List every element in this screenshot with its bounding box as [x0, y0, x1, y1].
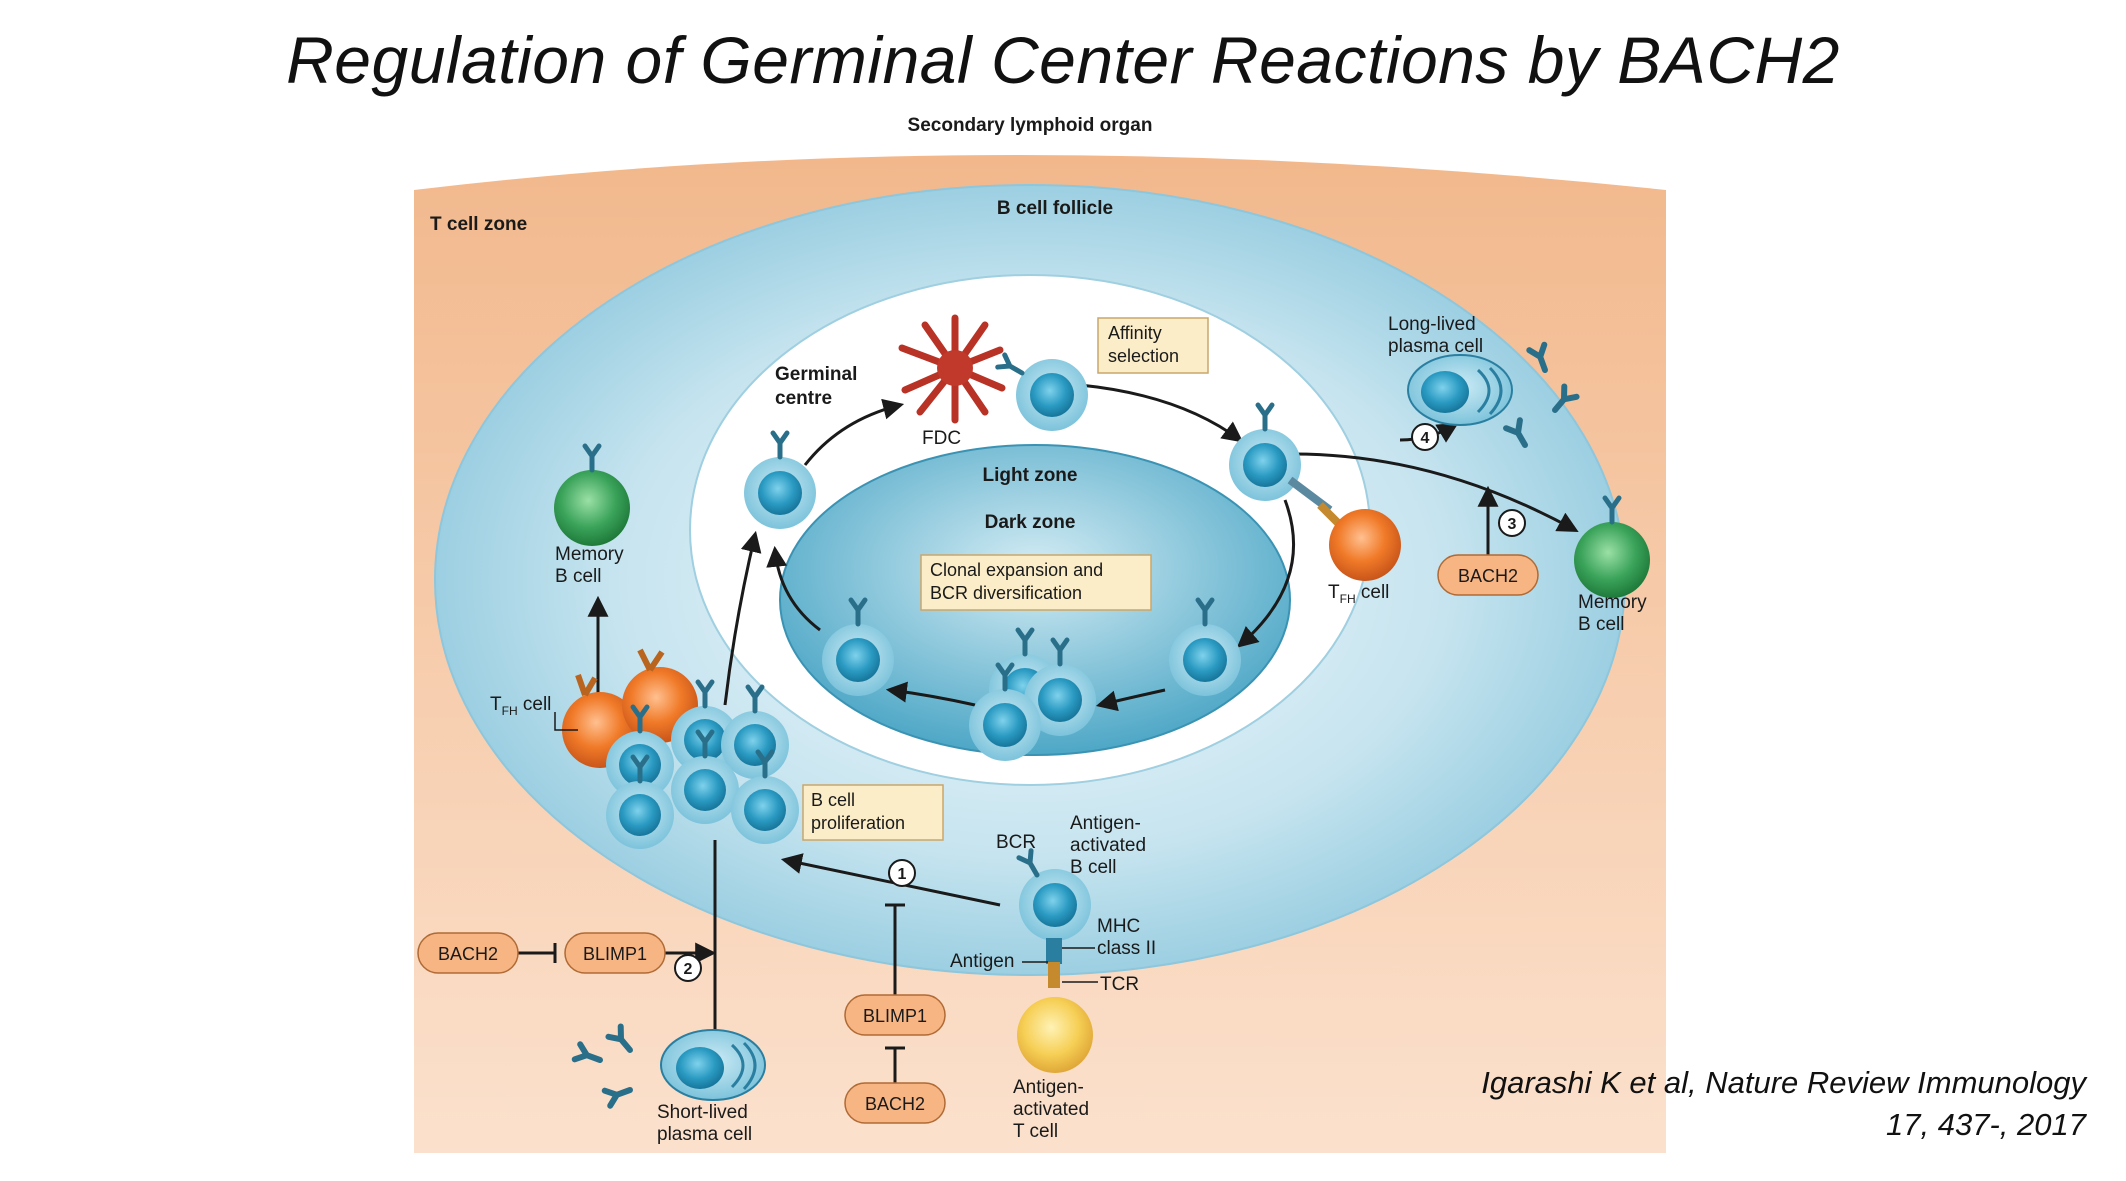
t-cell-zone-label: T cell zone — [430, 214, 527, 235]
memory-b-cell-right — [1574, 498, 1650, 598]
antigen-activated-t-cell — [1017, 962, 1093, 1073]
citation-line-2: 17, 437-, 2017 — [1886, 1107, 2086, 1142]
bach2-pill-right: BACH2 — [1437, 554, 1539, 596]
light-zone-label: Light zone — [983, 465, 1078, 486]
blimp1-pill-center: BLIMP1 — [844, 994, 946, 1036]
step-marker-3: 3 — [1498, 509, 1526, 537]
proliferating-cluster — [562, 648, 799, 849]
svg-text:1: 1 — [898, 866, 907, 883]
svg-text:BACH2: BACH2 — [1458, 566, 1518, 586]
citation: Igarashi K et al, Nature Review Immunolo… — [1481, 1062, 2086, 1146]
fdc-label: FDC — [922, 428, 961, 449]
svg-text:BLIMP1: BLIMP1 — [583, 944, 647, 964]
citation-line-1: Igarashi K et al, Nature Review Immunolo… — [1481, 1065, 2086, 1100]
tfh-cell-right — [1287, 476, 1401, 581]
step-marker-2: 2 — [674, 954, 702, 982]
memory-b-cell-left — [554, 446, 630, 546]
inhibition-lines — [518, 903, 905, 1083]
tfh-label-right: TFH cell — [1328, 582, 1389, 606]
svg-text:BACH2: BACH2 — [865, 1094, 925, 1114]
step-marker-1: 1 — [888, 859, 916, 887]
dark-zone-label: Dark zone — [985, 512, 1076, 533]
gc-b-cells — [744, 355, 1301, 761]
svg-text:3: 3 — [1508, 516, 1517, 533]
svg-text:BACH2: BACH2 — [438, 944, 498, 964]
tfh-label-left: TFH cell — [490, 694, 551, 718]
b-cell-follicle-label: B cell follicle — [997, 198, 1113, 219]
blimp1-pill-left: BLIMP1 — [564, 932, 666, 974]
bach2-pill-center: BACH2 — [844, 1082, 946, 1124]
antigen-label: Antigen — [950, 951, 1014, 972]
svg-text:4: 4 — [1421, 430, 1430, 447]
germinal-centre-label: Germinal centre — [775, 364, 863, 409]
svg-text:BLIMP1: BLIMP1 — [863, 1006, 927, 1026]
short-lived-plasma-cell — [660, 1029, 766, 1101]
slide-title: Regulation of Germinal Center Reactions … — [286, 23, 1840, 97]
long-lived-plasma-cell — [1407, 354, 1513, 426]
tcr-label: TCR — [1100, 974, 1139, 995]
fdc-cell — [898, 314, 1006, 424]
step-marker-4: 4 — [1411, 423, 1439, 451]
antigen-activated-b-cell — [1019, 851, 1091, 964]
bcr-label: BCR — [996, 832, 1036, 853]
bach2-pill-left: BACH2 — [417, 932, 519, 974]
svg-text:2: 2 — [684, 961, 693, 978]
organ-label: Secondary lymphoid organ — [908, 115, 1153, 136]
